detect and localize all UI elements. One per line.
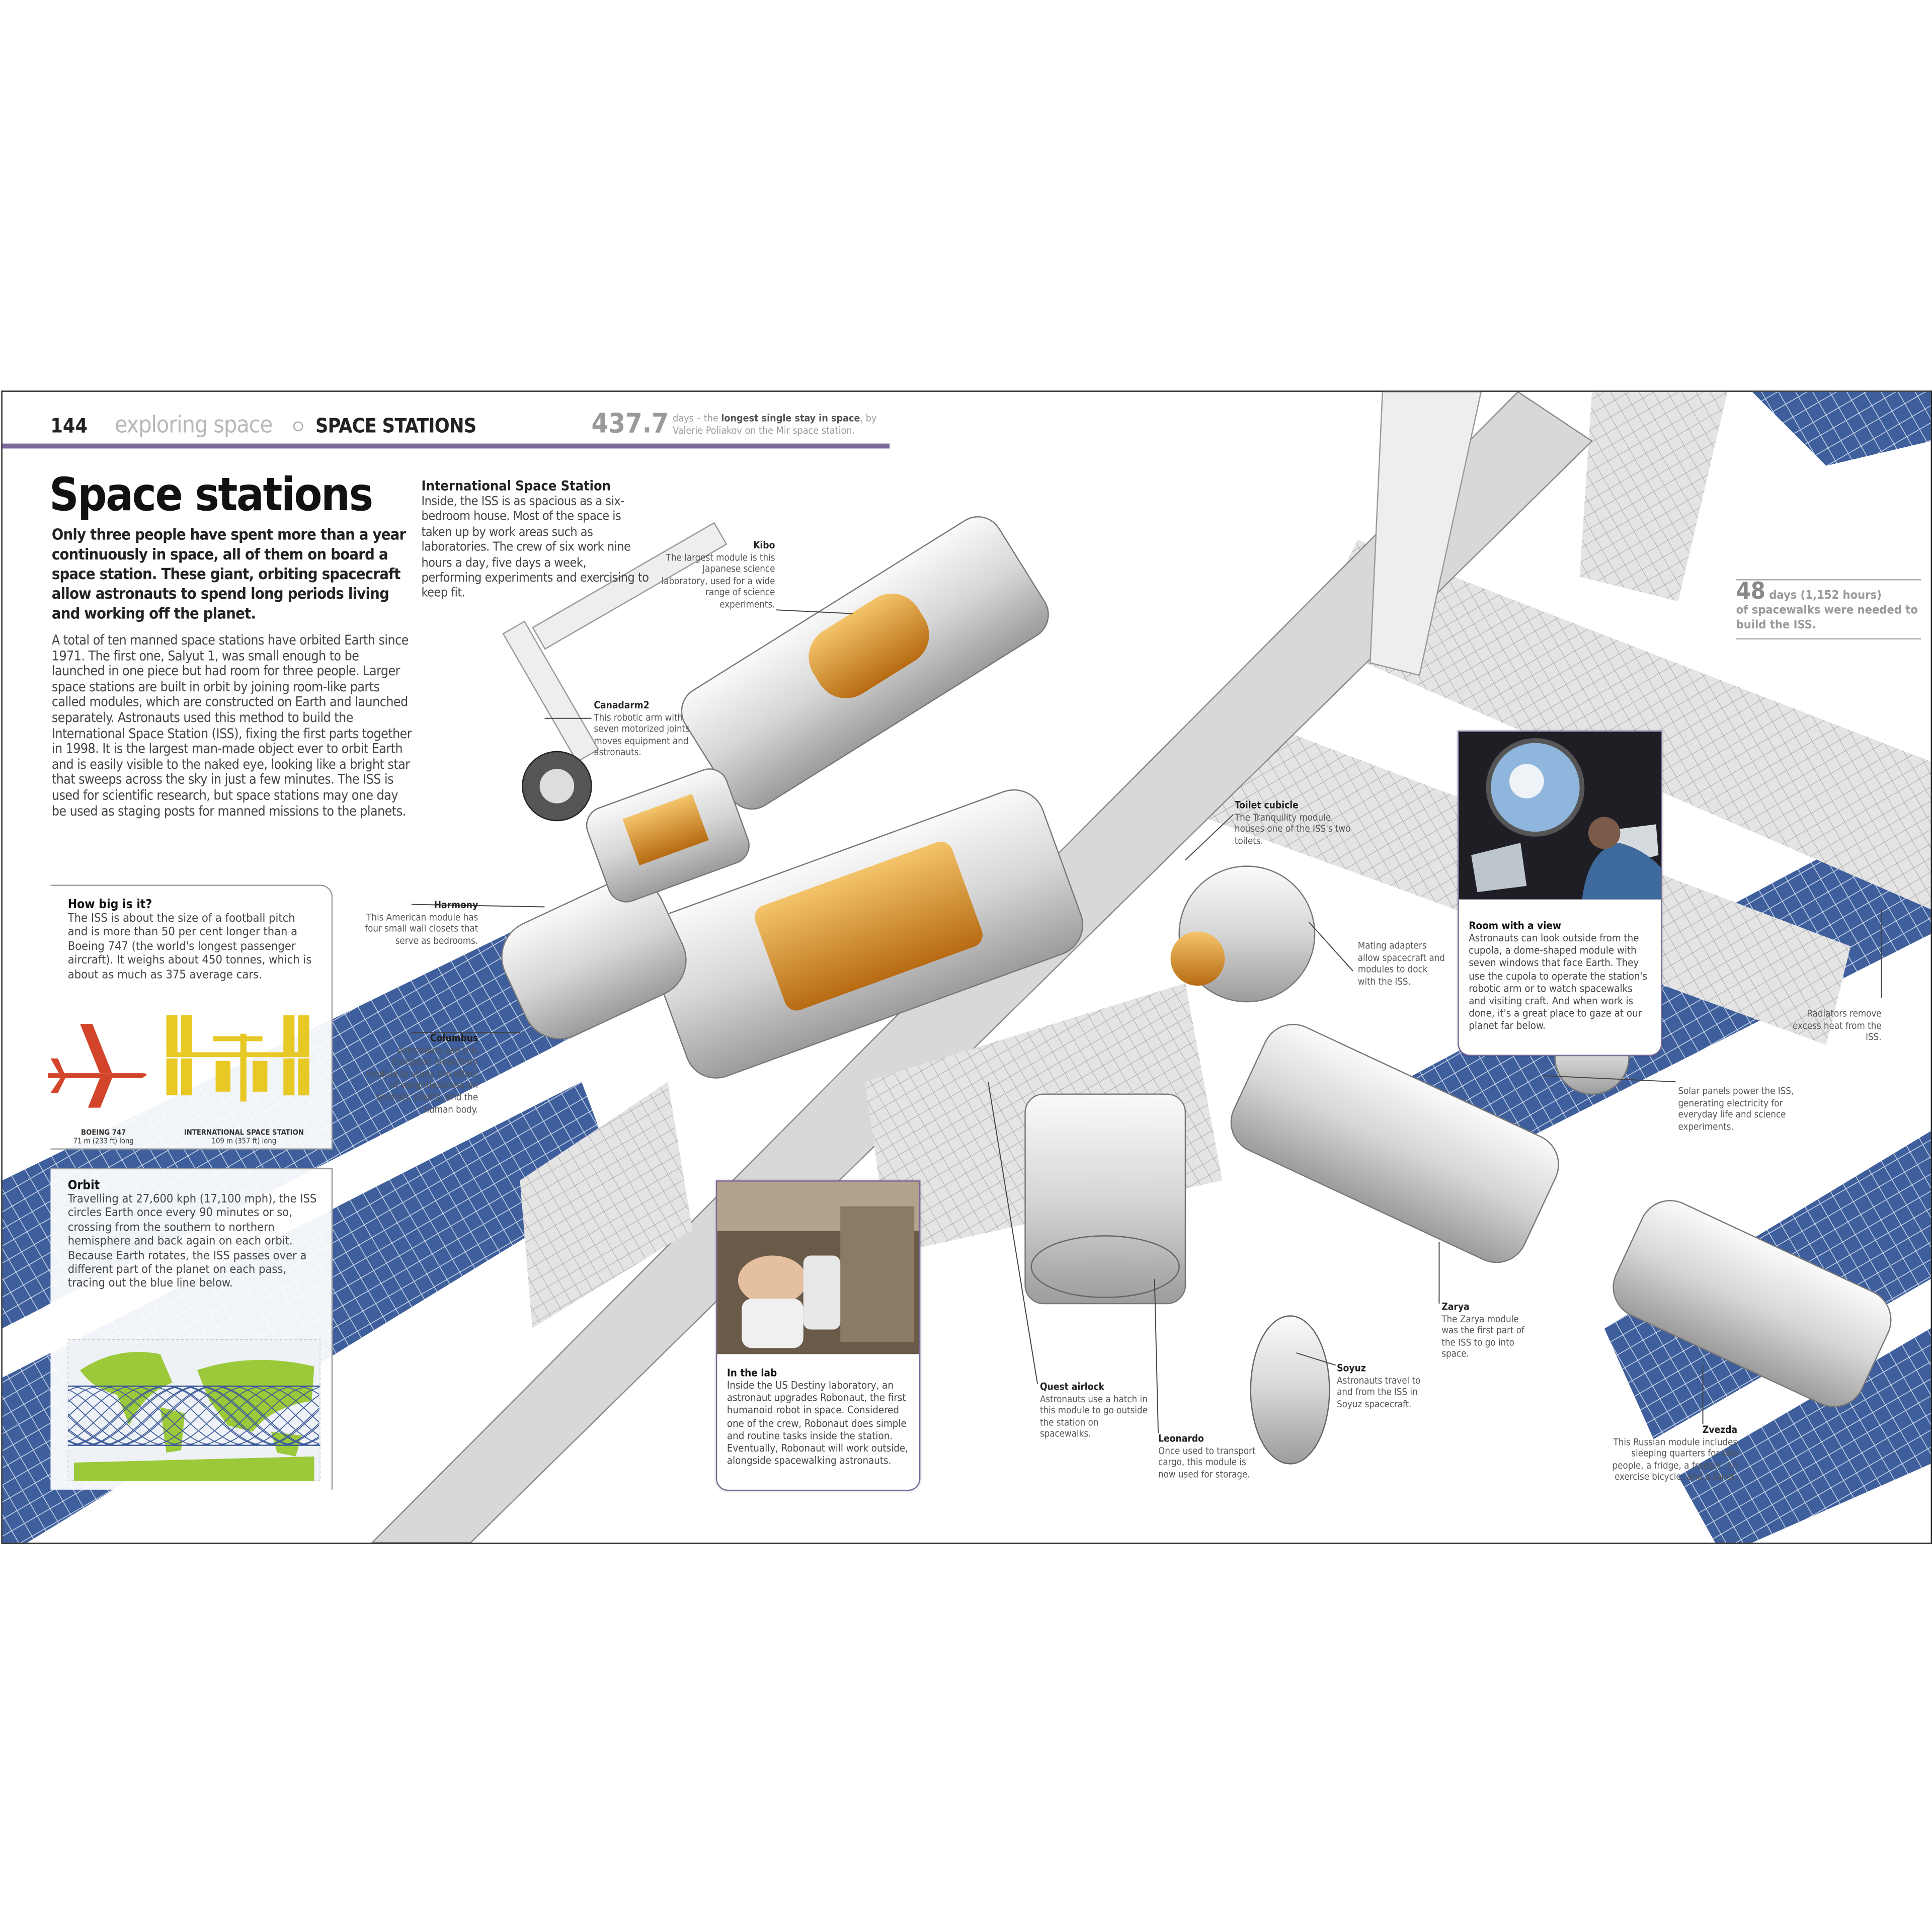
robonaut-photo [717, 1181, 919, 1354]
spacewalk-stat: 48 days (1,152 hours)of spacewalks were … [1736, 579, 1921, 640]
boeing-label: BOEING 747 [81, 1129, 126, 1138]
page-title: Space stations [49, 468, 373, 521]
label-mating-adapters: Mating adapters allow spacecraft and mod… [1357, 940, 1445, 987]
iss-heading: International Space Station [421, 478, 611, 495]
orbit-heading: Orbit [67, 1179, 100, 1193]
orbit-panel: Orbit Travelling at 27,600 kph (17,100 m… [50, 1168, 333, 1490]
book-page: 144 exploring space SPACE STATIONS 437.7… [1, 390, 1932, 1544]
cupola-card: Room with a view Astronauts can look out… [1458, 731, 1662, 1056]
iss-text: Inside, the ISS is as spacious as a six-… [421, 495, 649, 601]
orbit-track-line [67, 1386, 319, 1446]
fact-text: days – the longest single stay in space,… [673, 413, 877, 436]
lab-text: Inside the US Destiny laboratory, an ast… [727, 1379, 908, 1467]
how-big-panel: How big is it? The ISS is about the size… [48, 884, 333, 1150]
label-solar-panels: Solar panels power the ISS, generating e… [1678, 1085, 1794, 1133]
size-comparison-graphic [48, 1015, 309, 1108]
label-radiators: Radiators remove excess heat from the IS… [1793, 1008, 1882, 1043]
header-rule [2, 443, 890, 449]
leader-lines [411, 609, 1882, 1433]
cupola-text: Astronauts can look outside from the cup… [1469, 931, 1648, 1032]
orbit-text: Travelling at 27,600 kph (17,100 mph), t… [67, 1192, 317, 1291]
iss-silhouette-icon [166, 1015, 309, 1102]
separator-dot-icon [293, 421, 303, 432]
modules [501, 516, 1892, 1465]
cupola-heading: Room with a view [1469, 919, 1561, 932]
orbit-ground-track-map [67, 1339, 320, 1481]
boeing-747-icon [48, 1024, 147, 1108]
section-title: SPACE STATIONS [315, 414, 476, 438]
iss-label: INTERNATIONAL SPACE STATION [184, 1129, 304, 1138]
how-big-heading: How big is it? [67, 898, 152, 912]
body-text: A total of ten manned space stations hav… [51, 632, 412, 819]
lab-heading: In the lab [727, 1366, 777, 1379]
page-number: 144 [50, 414, 88, 438]
cupola-photo [1459, 732, 1661, 900]
orbit-track-line [67, 1386, 319, 1446]
orbit-track-line [67, 1386, 319, 1446]
orbit-track-line [67, 1386, 319, 1446]
orbit-track-line [67, 1386, 319, 1446]
iss-size: 109 m (357 ft) long [211, 1137, 277, 1146]
section-name: exploring space [114, 411, 273, 439]
fact-number: 437.7 [591, 409, 669, 440]
boeing-size: 71 m (233 ft) long [73, 1137, 134, 1146]
intro-text: Only three people have spent more than a… [51, 525, 406, 622]
how-big-text: The ISS is about the size of a football … [67, 912, 312, 982]
lab-card: In the lab Inside the US Destiny laborat… [715, 1180, 921, 1491]
